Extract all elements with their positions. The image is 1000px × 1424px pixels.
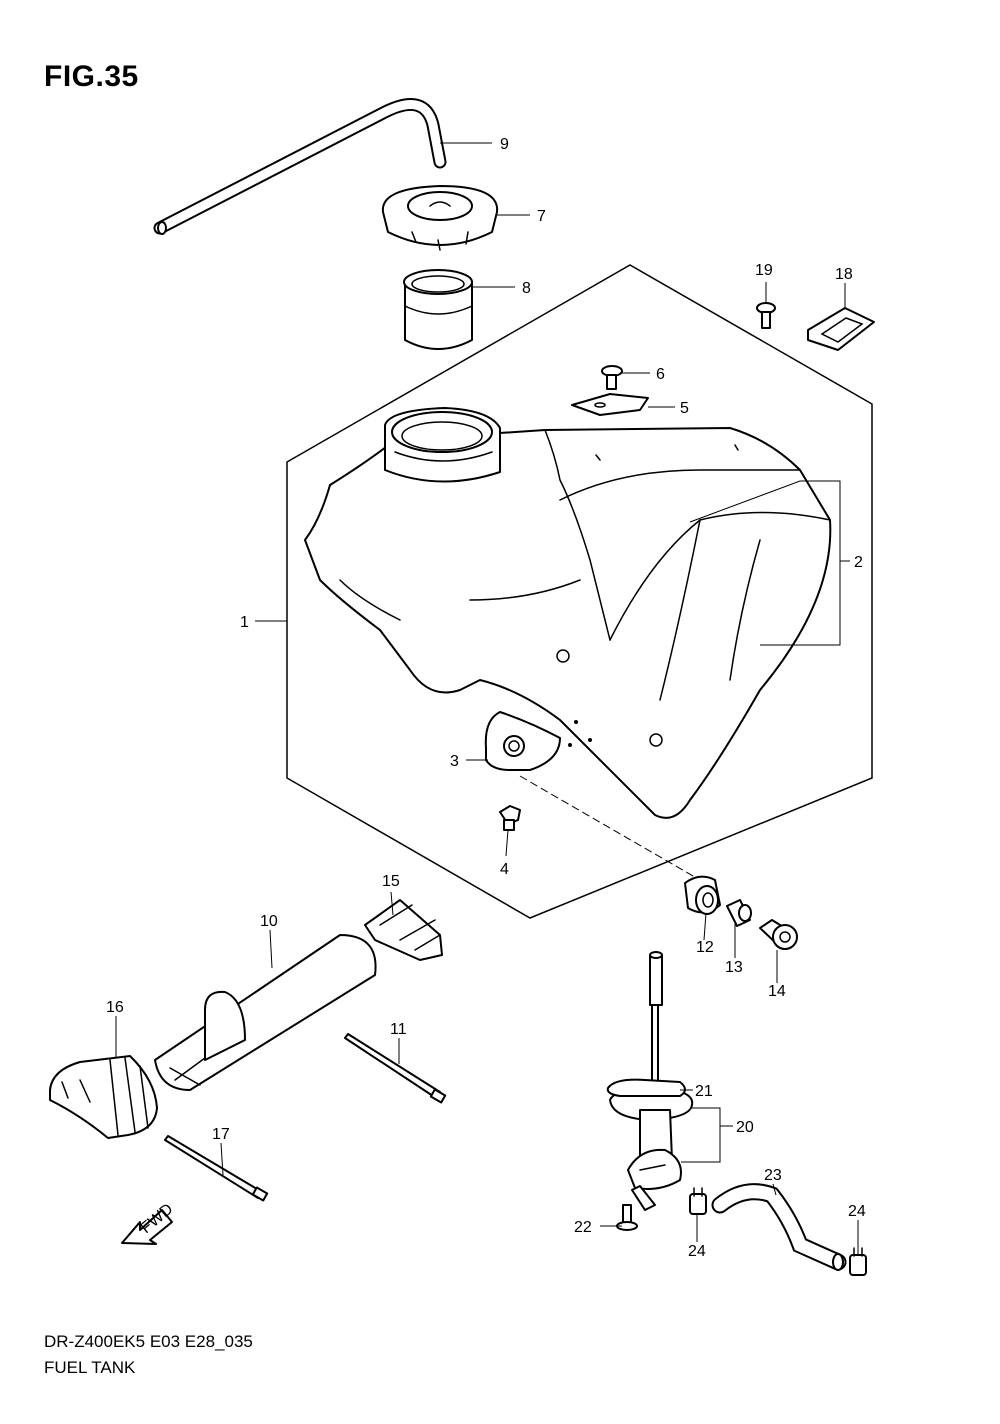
bolt-6 bbox=[601, 365, 623, 390]
filler-ring bbox=[403, 269, 473, 350]
fuel-valve-20 bbox=[609, 951, 694, 1211]
fuel-cap bbox=[381, 185, 499, 251]
callout-4: 4 bbox=[500, 861, 509, 878]
callout-19: 19 bbox=[755, 262, 773, 279]
callout-24-right: 24 bbox=[848, 1203, 866, 1220]
model-code: DR-Z400EK5 E03 E28_035 bbox=[44, 1332, 253, 1351]
callout-21: 21 bbox=[695, 1083, 713, 1100]
bolt-14 bbox=[759, 919, 798, 950]
callout-labels: 1 2 3 4 5 6 7 8 9 10 11 12 13 14 15 16 1… bbox=[106, 136, 866, 1260]
callout-15: 15 bbox=[382, 873, 400, 890]
callout-17: 17 bbox=[212, 1126, 230, 1143]
callout-18: 18 bbox=[835, 266, 853, 283]
callout-12: 12 bbox=[696, 939, 714, 956]
cable-tie-11 bbox=[344, 1033, 447, 1104]
heat-shield-10 bbox=[154, 934, 377, 1091]
callout-24-left: 24 bbox=[688, 1243, 706, 1260]
bolt-4 bbox=[499, 805, 521, 831]
callout-10: 10 bbox=[260, 913, 278, 930]
callout-20: 20 bbox=[736, 1119, 754, 1136]
callout-2: 2 bbox=[854, 554, 863, 571]
fuel-hose-23 bbox=[711, 1183, 847, 1271]
bracket-18 bbox=[807, 307, 875, 351]
breather-hose bbox=[153, 98, 447, 235]
callout-22: 22 bbox=[574, 1219, 592, 1236]
callout-8: 8 bbox=[522, 280, 531, 297]
screw-19 bbox=[756, 302, 776, 329]
alignment-line bbox=[519, 775, 701, 881]
clamp-24-left bbox=[689, 1187, 707, 1215]
callout-5: 5 bbox=[680, 400, 689, 417]
callout-16: 16 bbox=[106, 999, 124, 1016]
fuel-tank-body bbox=[304, 407, 832, 819]
grommet-12 bbox=[684, 875, 721, 915]
gasket-21 bbox=[606, 1078, 686, 1097]
callout-14: 14 bbox=[768, 983, 786, 1000]
callout-6: 6 bbox=[656, 366, 665, 383]
callout-13: 13 bbox=[725, 959, 743, 976]
section-name: FUEL TANK bbox=[44, 1358, 136, 1377]
callout-1: 1 bbox=[240, 614, 249, 631]
callout-9: 9 bbox=[500, 136, 509, 153]
damper-16 bbox=[49, 1055, 158, 1139]
callout-23: 23 bbox=[764, 1167, 782, 1184]
collar-13 bbox=[726, 899, 752, 927]
mount-plate-3 bbox=[484, 711, 561, 771]
leader-lines bbox=[115, 142, 859, 1255]
cable-tie-17 bbox=[164, 1135, 269, 1202]
clip-15 bbox=[364, 899, 443, 961]
figure-title: FIG.35 bbox=[44, 60, 139, 93]
callout-7: 7 bbox=[537, 208, 546, 225]
bracket-5 bbox=[571, 393, 649, 416]
callout-3: 3 bbox=[450, 753, 459, 770]
fwd-arrow-icon: FWD bbox=[121, 1201, 176, 1245]
assembly-outline bbox=[286, 264, 873, 919]
callout-11: 11 bbox=[390, 1021, 407, 1038]
